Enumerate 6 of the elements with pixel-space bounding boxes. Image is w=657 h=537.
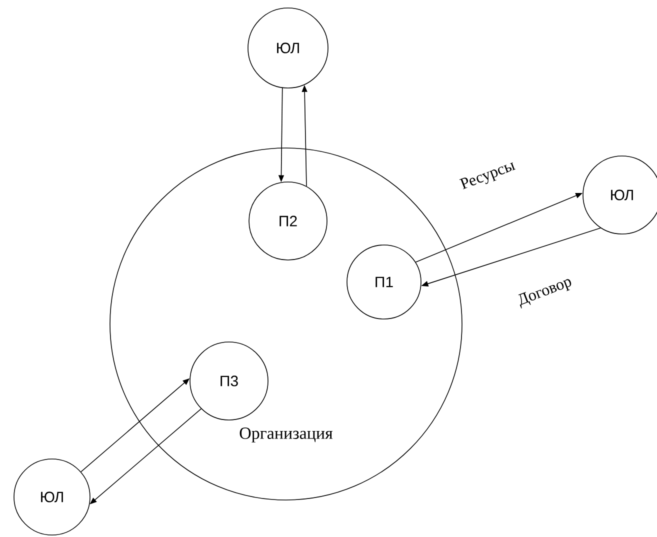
edge-label: Ресурсы (458, 158, 518, 194)
circle-node: П1 (346, 244, 422, 320)
circle-node: ЮЛ (14, 458, 90, 536)
circle-node: ЮЛ (248, 8, 328, 88)
circle-node: П3 (190, 342, 268, 420)
circle-node: П2 (248, 182, 328, 260)
